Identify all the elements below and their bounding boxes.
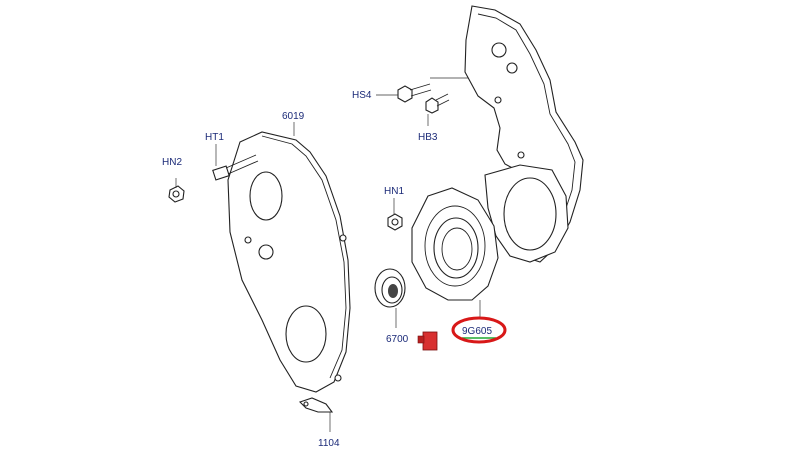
nut-hn2 bbox=[168, 185, 185, 203]
sealant-tube-icon bbox=[417, 331, 438, 351]
front-timing-cover bbox=[227, 131, 351, 393]
callout-9g605: 9G605 bbox=[462, 326, 492, 337]
highlight-ring bbox=[451, 316, 507, 344]
callout-hn2: HN2 bbox=[162, 157, 182, 168]
callout-1104: 1104 bbox=[318, 438, 340, 449]
oil-seal-retainer bbox=[411, 187, 499, 301]
stud-ht1 bbox=[212, 154, 259, 181]
retainer-gasket bbox=[484, 164, 569, 263]
leader-lines bbox=[175, 77, 481, 432]
bolt-hb3 bbox=[425, 93, 450, 114]
callout-ht1: HT1 bbox=[205, 132, 224, 143]
nut-hn1 bbox=[387, 213, 403, 231]
cable-clip bbox=[298, 397, 334, 413]
callout-hb3: HB3 bbox=[418, 132, 438, 143]
callout-hs4: HS4 bbox=[352, 90, 372, 101]
bolt-hs4 bbox=[397, 83, 432, 103]
callout-6700: 6700 bbox=[386, 334, 409, 345]
callout-6019: 6019 bbox=[282, 111, 305, 122]
callout-hn1: HN1 bbox=[384, 186, 404, 197]
crankshaft-seal bbox=[374, 268, 406, 308]
